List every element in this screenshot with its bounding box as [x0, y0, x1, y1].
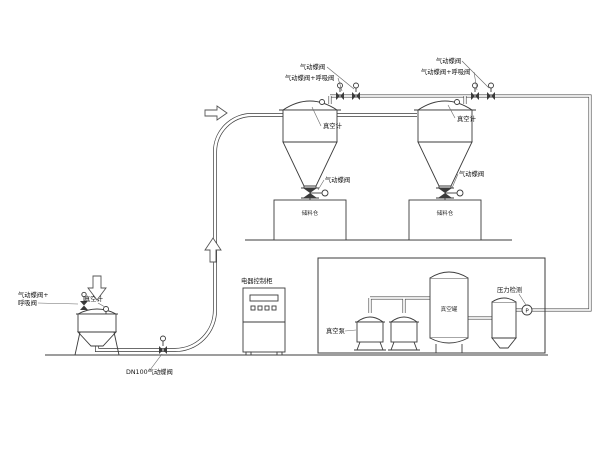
vacuum-pump-1 — [354, 316, 386, 351]
dn100-valve-icon — [159, 335, 167, 354]
label-valve-cyclone2-bottom: 气动蝶阀 — [459, 169, 484, 178]
labels: 气动蝶阀 气动蝶阀+呼吸阀 气动蝶阀 气动蝶阀+呼吸阀 真空计 真空计 气动蝶阀… — [18, 56, 522, 376]
vacuum-feeder — [74, 291, 120, 356]
pump-station: 真空罐 P — [317, 257, 546, 354]
feeder-leg — [74, 331, 81, 356]
cyclone2-valve-actuator-icon — [456, 189, 464, 197]
storage-bin-1: 储料仓 — [273, 199, 347, 241]
cabinet-button — [250, 305, 256, 311]
label-control-cabinet: 电器控制柜 — [241, 276, 272, 285]
pneumatic-breather-valve-icon — [487, 82, 495, 100]
label-breather-cyclone1-top: 气动蝶阀+呼吸阀 — [285, 73, 334, 82]
pressure-gauge: P — [521, 304, 533, 316]
pressure-gauge-letter: P — [525, 308, 529, 314]
label-valve-cyclone1-bottom: 气动蝶阀 — [325, 175, 350, 184]
flow-arrow-up-icon — [204, 237, 222, 263]
label-feeder-breather-line1: 气动蝶阀+ — [18, 290, 48, 299]
label-vacuum-gauge-cyclone2: 真空计 — [457, 114, 477, 123]
vacuum-tank-label: 真空罐 — [441, 305, 458, 313]
cyclone2-cone — [417, 141, 473, 187]
leader-lines — [37, 60, 527, 371]
cyclone1-valve-actuator-icon — [321, 189, 329, 197]
vacuum-risers — [328, 96, 467, 104]
cyclone1-body — [282, 109, 338, 143]
flow-arrow-right-icon — [204, 105, 228, 121]
material-pipeline — [95, 113, 417, 352]
cabinet-foot — [245, 351, 252, 356]
pneumatic-breather-valve-icon — [352, 82, 360, 100]
label-vacuum-gauge-cyclone1: 真空计 — [323, 121, 343, 130]
label-vacuum-pump: 真空泵 — [326, 326, 346, 335]
inline-filter — [491, 297, 517, 349]
vacuum-pipe-inner — [330, 95, 591, 319]
cyclone2-body — [417, 109, 473, 143]
label-valve-cyclone1-top: 气动蝶阀 — [300, 62, 325, 71]
cyclone2-discharge-valve-icon — [438, 188, 452, 193]
vacuum-tank: 真空罐 — [429, 271, 469, 353]
feeder-cone — [76, 331, 118, 347]
header-valves — [336, 82, 495, 100]
label-feeder-breather-line2: 呼吸阀 — [18, 298, 37, 307]
cabinet-button — [271, 305, 277, 311]
label-pressure-detection: 压力检测 — [497, 285, 522, 294]
cabinet-display — [249, 294, 279, 302]
cyclone1-vacuum-gauge-icon — [319, 99, 325, 105]
feeder-leg — [113, 331, 120, 356]
label-dn100-valve: DN100气动蝶阀 — [126, 367, 173, 376]
pump-room-outline — [317, 257, 546, 354]
storage-bin-1-label: 储料仓 — [302, 209, 319, 217]
cyclone1-discharge-valve-icon — [303, 188, 317, 193]
feeder-body — [77, 313, 117, 333]
vacuum-pipeline — [330, 94, 592, 320]
cyclone-receiver-2 — [414, 99, 476, 200]
control-cabinet — [242, 287, 286, 356]
cyclone2-vacuum-gauge-icon — [454, 99, 460, 105]
cabinet-button — [257, 305, 263, 311]
cabinet-button — [264, 305, 270, 311]
feeder-vacuum-gauge-icon — [103, 306, 109, 312]
storage-bin-2-label: 储料仓 — [437, 209, 454, 217]
pressure-gauge-icon — [521, 304, 533, 316]
cabinet-foot — [276, 351, 283, 356]
cyclone-receiver-1 — [279, 99, 341, 200]
label-valve-cyclone2-top: 气动蝶阀 — [436, 56, 461, 65]
vacuum-pump-2 — [388, 316, 420, 351]
flow-arrows — [87, 105, 228, 301]
label-breather-cyclone2-top: 气动蝶阀+呼吸阀 — [421, 67, 470, 76]
label-feeder-vacuum-gauge: 真空计 — [84, 294, 104, 303]
floor-lines — [45, 239, 548, 356]
flow-arrow-down-icon — [87, 275, 107, 301]
feeder-breather-valve-icon — [80, 291, 88, 310]
material-pipe-inner — [95, 113, 417, 352]
storage-bin-2: 储料仓 — [408, 199, 482, 241]
